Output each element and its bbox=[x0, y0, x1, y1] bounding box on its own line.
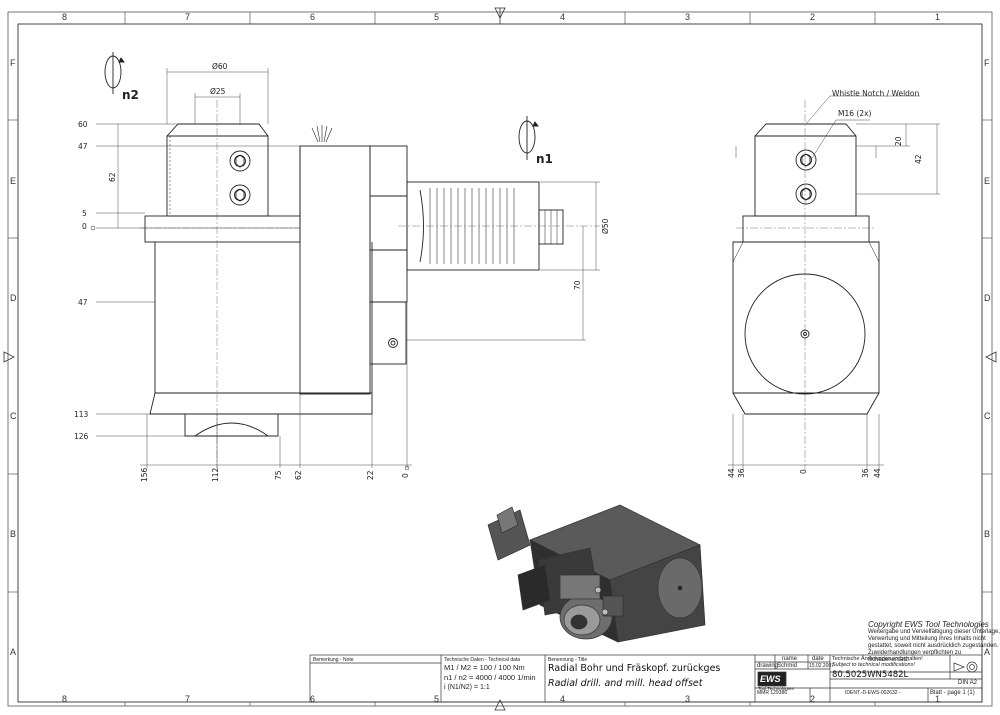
tb-bemerkung: Bemerkung - Note bbox=[313, 657, 354, 663]
rotation-symbol-n2 bbox=[104, 52, 125, 94]
dim-right-42: 42 bbox=[914, 154, 923, 164]
dim-side-0: 0 bbox=[799, 469, 808, 474]
tb-col-date: date bbox=[812, 656, 824, 662]
dim-left-126: 126 bbox=[74, 432, 89, 441]
tb-techdata: Technische Daten - Technical data bbox=[444, 657, 521, 663]
col-label-8: 8 bbox=[62, 12, 68, 22]
tb-title-de: Radial Bohr und Fräskopf. zurückges bbox=[548, 663, 721, 674]
col-label-4-bottom: 4 bbox=[560, 694, 566, 704]
dim-d50: Ø50 bbox=[601, 218, 610, 234]
dim-side-44-right: 44 bbox=[873, 468, 882, 478]
column-ticks bbox=[8, 12, 992, 706]
tb-sheet: Blatt - page 1 (1) bbox=[930, 690, 975, 696]
tb-title-en: Radial drill. and mill. head offset bbox=[548, 678, 703, 689]
label-n2: n2 bbox=[122, 88, 139, 102]
col-label-6: 6 bbox=[310, 12, 316, 22]
tb-torque: M1 / M2 = 100 / 100 Nm bbox=[444, 663, 525, 672]
tb-changes-de: Technische Änderungen vorbehalten! bbox=[832, 656, 923, 662]
col-label-5: 5 bbox=[434, 12, 440, 22]
screw-side-2 bbox=[795, 183, 817, 205]
tb-drawing: drawing bbox=[757, 663, 779, 669]
copyright-line-3: gestattet, soweit nicht ausdrücklich zug… bbox=[868, 643, 999, 649]
tb-logo: EWS bbox=[760, 674, 781, 684]
copyright-line-2: Verwertung und Mitteilung ihres Inhalts … bbox=[868, 636, 986, 642]
tb-logo-sub: Tool Technologies bbox=[758, 686, 794, 691]
row-label-d: D bbox=[10, 293, 17, 303]
row-label-c: C bbox=[10, 411, 17, 421]
dim-side-44-left: 44 bbox=[727, 468, 736, 478]
dim-left-47: 47 bbox=[78, 142, 88, 151]
label-n1: n1 bbox=[536, 152, 553, 166]
tb-ratio: i (N1/N2) = 1:1 bbox=[444, 684, 490, 691]
side-view bbox=[728, 95, 940, 470]
dim-d25: Ø25 bbox=[210, 87, 226, 96]
copyright-note: Copyright EWS Tool Technologies Weiterga… bbox=[868, 620, 1000, 664]
tb-drawer: Schmid bbox=[777, 663, 798, 669]
dim-left-5: 5 bbox=[82, 209, 87, 218]
row-label-d-right: D bbox=[984, 293, 991, 303]
copyright-title: Copyright EWS Tool Technologies bbox=[868, 620, 989, 629]
dim-left-62: 62 bbox=[108, 172, 117, 182]
dim-bottom-62: 62 bbox=[294, 470, 303, 480]
tb-benennung: Benennung - Title bbox=[548, 657, 588, 663]
tb-col-name: name bbox=[782, 656, 798, 662]
tb-partno: 80.5025WN5482L bbox=[832, 670, 909, 680]
row-label-f: F bbox=[10, 58, 16, 68]
dim-left-113: 113 bbox=[74, 410, 89, 419]
dim-bottom-112: 112 bbox=[211, 467, 220, 482]
tb-format: DIN A2 bbox=[958, 680, 978, 686]
label-whistle-notch: Whistle Notch / Weldon bbox=[832, 89, 920, 98]
dim-left-60: 60 bbox=[78, 120, 88, 129]
tb-date: 15.02.2007 bbox=[809, 663, 835, 669]
dim-d60: Ø60 bbox=[212, 62, 228, 71]
dim-side-36-right: 36 bbox=[861, 468, 870, 478]
row-label-b: B bbox=[10, 529, 17, 539]
col-label-7: 7 bbox=[185, 12, 191, 22]
row-label-e: E bbox=[10, 176, 17, 186]
row-label-b-right: B bbox=[984, 529, 991, 539]
row-label-a-right: A bbox=[984, 647, 991, 657]
dim-left-47b: 47 bbox=[78, 298, 88, 307]
row-label-c-right: C bbox=[984, 411, 991, 421]
screw-top-2 bbox=[229, 184, 251, 206]
tb-speed: n1 / n2 = 4000 / 4000 1/min bbox=[444, 673, 536, 682]
screw-side-1 bbox=[795, 149, 817, 171]
copyright-line-4: Zuwiderhandlungen verpflichten zu Schade… bbox=[868, 650, 962, 663]
col-label-3-bottom: 3 bbox=[685, 694, 691, 704]
col-label-1: 1 bbox=[935, 12, 941, 22]
dim-bottom-22: 22 bbox=[366, 470, 375, 480]
copyright-line-1: Weitergabe und Vervielfältigung dieser U… bbox=[868, 629, 1000, 635]
dim-right-20: 20 bbox=[894, 136, 903, 146]
col-label-2: 2 bbox=[810, 12, 816, 22]
tb-mmr: MMR 129386 bbox=[757, 690, 788, 696]
col-label-2-bottom: 2 bbox=[810, 694, 816, 704]
col-label-4: 4 bbox=[560, 12, 566, 22]
rotation-symbol-n1 bbox=[518, 116, 539, 160]
col-label-6-bottom: 6 bbox=[310, 694, 316, 704]
dim-bottom-75: 75 bbox=[274, 470, 283, 480]
col-label-8-bottom: 8 bbox=[62, 694, 68, 704]
label-m16: M16 (2x) bbox=[838, 109, 872, 118]
dim-bottom-156: 156 bbox=[140, 467, 149, 482]
dim-bottom-0: 0 bbox=[401, 473, 410, 478]
front-view bbox=[90, 68, 600, 471]
col-label-1-bottom: 1 bbox=[935, 694, 941, 704]
tb-changes-en: Subject to technical modifications! bbox=[832, 662, 915, 668]
centering-marks bbox=[3, 7, 997, 711]
inner-frame bbox=[17, 23, 983, 703]
isometric-view bbox=[487, 504, 706, 643]
col-label-3: 3 bbox=[685, 12, 691, 22]
row-label-f-right: F bbox=[984, 58, 990, 68]
dim-left-0: 0 bbox=[82, 222, 87, 231]
row-label-e-right: E bbox=[984, 176, 991, 186]
col-label-5-bottom: 5 bbox=[434, 694, 440, 704]
col-label-7-bottom: 7 bbox=[185, 694, 191, 704]
dim-v70: 70 bbox=[573, 280, 582, 290]
dim-side-36-left: 36 bbox=[737, 468, 746, 478]
title-block bbox=[309, 654, 983, 703]
tb-ident: IDENT.-D-EWS-002632 - bbox=[845, 690, 901, 696]
row-label-a: A bbox=[10, 647, 17, 657]
screw-top-1 bbox=[229, 150, 251, 172]
